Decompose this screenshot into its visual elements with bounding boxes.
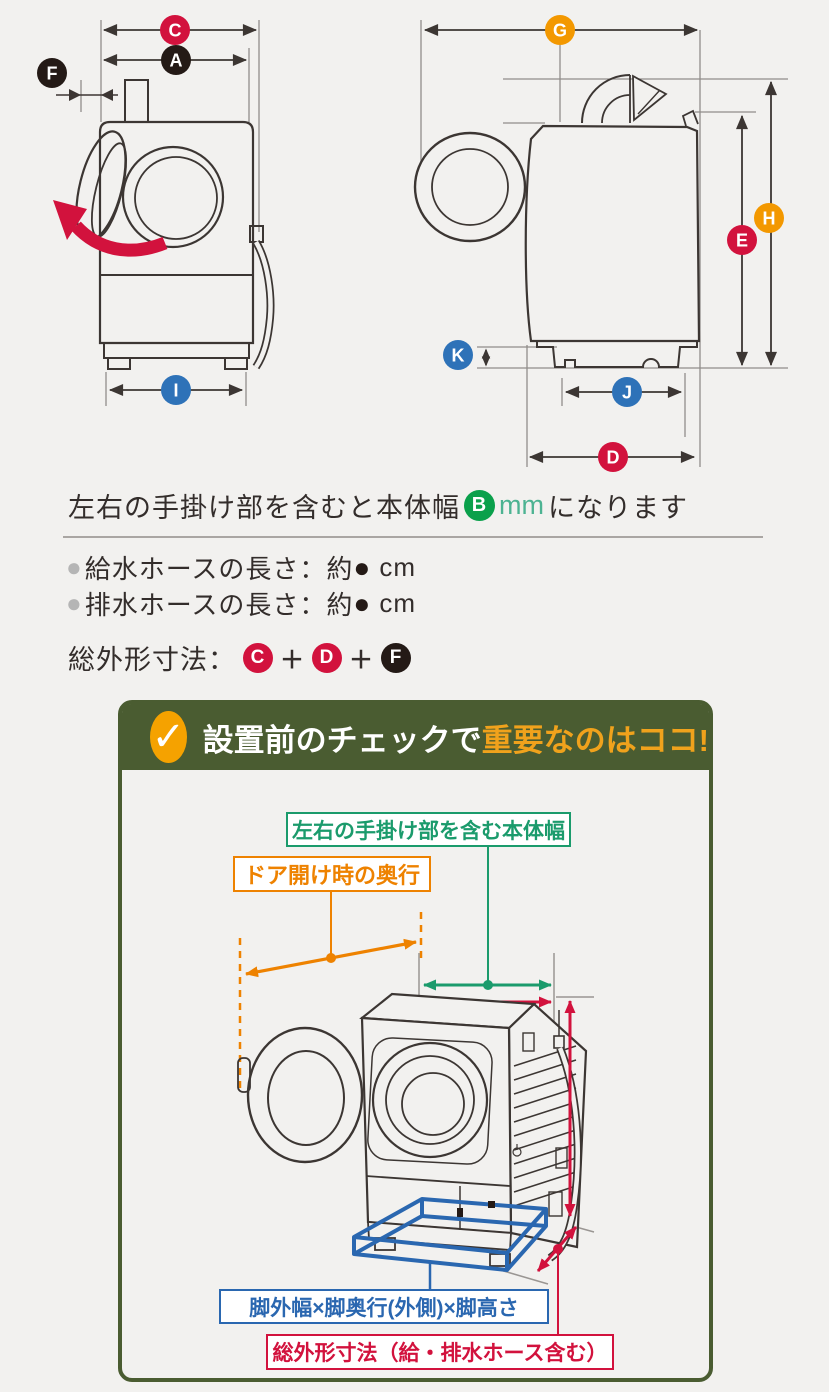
check-panel-header: ✓ 設置前のチェックで重要なのはココ! <box>122 704 709 770</box>
check-icon: ✓ <box>150 711 187 763</box>
drain-hose-note: ● 排水ホースの長さ：約 ● cm <box>66 585 416 622</box>
badge-e <box>727 225 757 255</box>
body-width-unit: mm <box>499 490 544 520</box>
value-placeholder-dot: ● <box>353 551 372 583</box>
top-hose-arc <box>581 74 631 124</box>
foot-base-frame <box>352 1197 548 1272</box>
supply-hose-unit: cm <box>379 552 417 582</box>
svg-text:I: I <box>173 380 178 400</box>
door-hinge <box>237 1057 251 1093</box>
door-depth-guides <box>238 892 423 1092</box>
front-extension-lines <box>80 20 260 406</box>
svg-text:H: H <box>763 208 776 228</box>
svg-text:E: E <box>736 230 748 250</box>
badge-d: D <box>312 642 342 673</box>
svg-text:J: J <box>622 382 632 402</box>
badge-f: F <box>381 642 411 673</box>
dimension-diagrams: C A F I <box>37 15 788 472</box>
body-width-prefix: 左右の手掛け部を含むと本体幅 <box>68 493 460 523</box>
water-inlet <box>681 109 699 127</box>
door-swing-arrow <box>71 221 168 257</box>
bullet-icon: ● <box>66 552 83 582</box>
svg-text:D: D <box>607 447 620 467</box>
body-width-note: 左右の手掛け部を含むと本体幅 B mm になります <box>68 486 688 525</box>
bullet-icon: ● <box>66 588 83 618</box>
body-width-suffix: になります <box>547 493 688 523</box>
check-panel-drawing <box>237 847 595 1334</box>
label-foot-dimensions: 脚外幅×脚奥行(外側)×脚高さ <box>219 1289 549 1324</box>
supply-hose-text: 給水ホースの長さ：約 <box>84 554 354 584</box>
total-height-callout <box>536 1000 578 1334</box>
badge-a <box>161 45 191 75</box>
detergent-drawer <box>124 79 149 123</box>
frame-corner-dot <box>488 1201 495 1208</box>
side-dimension-badges: G H E K J D <box>443 15 784 472</box>
title-white-part: 設置前のチェックで <box>202 722 482 758</box>
svg-text:K: K <box>452 345 465 365</box>
badge-i <box>161 375 191 405</box>
value-placeholder-dot: ● <box>353 587 372 619</box>
body-width-callout <box>423 847 552 991</box>
door-ring <box>121 145 225 249</box>
front-view-diagram: C A F I <box>37 15 275 406</box>
badge-h <box>754 203 784 233</box>
plus-sign: ＋ <box>349 647 374 674</box>
label-body-width: 左右の手掛け部を含む本体幅 <box>286 812 571 847</box>
check-panel-title: 設置前のチェックで重要なのはココ! <box>203 715 709 760</box>
badge-c <box>160 15 190 45</box>
svg-text:G: G <box>553 20 567 40</box>
svg-text:C: C <box>169 20 182 40</box>
drain-hose-unit: cm <box>379 588 417 618</box>
svg-text:F: F <box>47 63 58 83</box>
badge-c: C <box>243 642 273 673</box>
badge-d <box>598 442 628 472</box>
divider-line <box>63 536 763 538</box>
total-label: 総外形寸法： <box>68 645 236 675</box>
front-foot-left <box>107 357 131 370</box>
svg-text:A: A <box>170 50 183 70</box>
label-door-open-depth: ドア開け時の奥行 <box>233 856 431 892</box>
drum-opening <box>371 1041 489 1159</box>
side-view-diagram: G H E K J D <box>413 15 788 472</box>
badge-k <box>443 340 473 370</box>
supply-hose-note: ● 給水ホースの長さ：約 ● cm <box>66 549 416 586</box>
label-total-dimensions: 総外形寸法（給・排水ホース含む） <box>266 1334 614 1370</box>
side-dimension-lines <box>423 24 777 463</box>
badge-g <box>545 15 575 45</box>
badge-b: B <box>464 490 495 521</box>
front-foot-right <box>224 357 248 370</box>
total-dimension-formula: 総外形寸法： C ＋ D ＋ F <box>68 638 411 677</box>
badge-j <box>612 377 642 407</box>
side-extension-lines <box>420 20 788 467</box>
badge-f <box>37 58 67 88</box>
drain-hose-text: 排水ホースの長さ：約 <box>84 590 354 620</box>
front-dimension-badges: C A F I <box>37 15 191 405</box>
side-base <box>536 341 698 368</box>
plus-sign: ＋ <box>280 647 305 674</box>
title-orange-part: 重要なのはココ! <box>481 722 709 758</box>
